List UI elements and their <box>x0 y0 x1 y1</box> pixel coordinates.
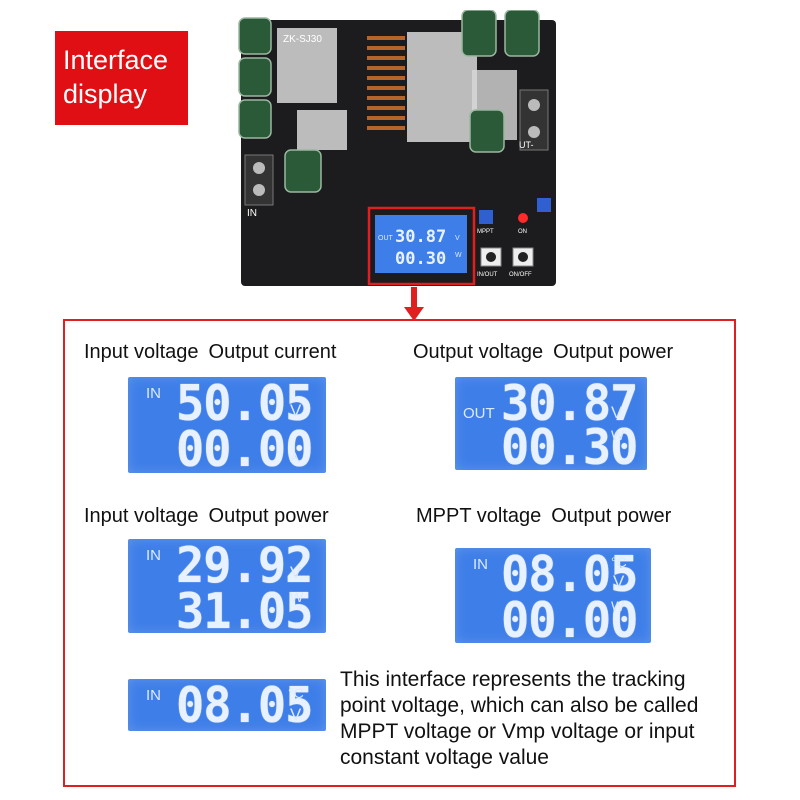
badge-line-1: Interface <box>63 45 169 75</box>
panel-2-caption: Output voltage Output power <box>413 341 673 364</box>
lcd-panel-single: IN 08.05 °C V <box>128 677 326 735</box>
panel-1-caption: Input voltage Output current <box>84 341 336 364</box>
panel-3-caption: Input voltage Output power <box>84 505 329 528</box>
lcd-panel-1: IN 50.05 V 00.00 A <box>128 375 326 479</box>
mppt-description: This interface represents the tracking p… <box>340 668 699 769</box>
badge-line-2: display <box>63 79 148 109</box>
lcd-panel-4: IN 08.05 °C V 00.00 W <box>455 546 651 650</box>
lcd-panel-1-unit-2: A <box>290 449 300 465</box>
lcd-panel-4-unit-2: W <box>611 598 625 614</box>
lcd-panel-2-line-1: 30.87 <box>501 375 638 433</box>
panel-3-caption-a: Input voltage <box>84 505 199 527</box>
board-in-label: IN <box>247 208 257 219</box>
board-lcd-tag: OUT <box>378 235 394 242</box>
lcd-panel-single-tag: IN <box>146 687 161 704</box>
lcd-panel-3-unit-1: V <box>290 563 302 582</box>
lcd-panel-3-line-1: 29.92 <box>176 537 313 595</box>
lcd-panel-3-line-2: 31.05 <box>176 583 313 641</box>
lcd-panel-1-line-2: 00.00 <box>176 421 313 479</box>
lcd-panel-3-unit-2: W <box>290 589 304 605</box>
board-on-label: ON <box>518 229 527 235</box>
board-lcd-line-1: 30.87 <box>395 227 446 247</box>
lcd-panel-single-unit-1: °C <box>288 685 304 701</box>
panel-1-caption-b: Output current <box>208 341 337 363</box>
panel-4-caption-b: Output power <box>551 505 672 527</box>
lcd-panel-4-line-1: 08.05 <box>501 546 638 604</box>
board-lcd-unit-2: W <box>455 252 462 259</box>
interface-display-badge: Interface display <box>55 31 188 125</box>
lcd-panel-2-line-2: 00.30 <box>501 419 638 477</box>
lcd-panel-3-tag: IN <box>146 547 161 564</box>
down-arrow-icon <box>404 287 424 321</box>
lcd-panel-single-unit-1b: V <box>290 705 302 724</box>
board-button-1-label: IN/OUT <box>477 272 498 278</box>
lcd-panel-1-unit-1: V <box>290 401 302 420</box>
lcd-panel-2: OUT 30.87 V 00.30 W <box>455 375 647 477</box>
board-out-label: UT- <box>519 140 534 150</box>
circuit-board-image: ZK-SJ30 IN UT- MPPT ON OUT 30.87 V 00.30… <box>238 10 556 286</box>
lcd-panel-4-tag: IN <box>473 556 488 573</box>
lcd-panel-3: IN 29.92 V 31.05 W <box>128 537 326 641</box>
panel-1-caption-a: Input voltage <box>84 341 199 363</box>
display-modes-frame <box>63 319 736 787</box>
lcd-panel-4-unit-1: °C <box>611 554 627 570</box>
board-lcd-unit-1: V <box>455 235 460 242</box>
board-button-2-label: ON/OFF <box>509 272 532 278</box>
board-lcd-line-2: 00.30 <box>395 249 446 269</box>
lcd-panel-4-line-2: 00.00 <box>501 592 638 650</box>
lcd-panel-2-unit-1: V <box>611 403 623 422</box>
lcd-panel-1-tag: IN <box>146 385 161 402</box>
board-mppt-label: MPPT <box>477 229 494 235</box>
panel-4-caption-a: MPPT voltage <box>416 505 542 527</box>
panel-3-caption-b: Output power <box>208 505 329 527</box>
panel-2-caption-b: Output power <box>553 341 674 363</box>
panel-4-caption: MPPT voltage Output power <box>416 505 671 528</box>
lcd-panel-4-unit-1b: V <box>613 572 625 591</box>
lcd-panel-1-line-1: 50.05 <box>176 375 313 433</box>
panel-2-caption-a: Output voltage <box>413 341 544 363</box>
board-model-label: ZK-SJ30 <box>283 34 322 45</box>
lcd-panel-2-unit-2: W <box>611 427 625 443</box>
lcd-panel-2-tag: OUT <box>463 405 495 422</box>
lcd-panel-single-line-1: 08.05 <box>176 677 313 735</box>
